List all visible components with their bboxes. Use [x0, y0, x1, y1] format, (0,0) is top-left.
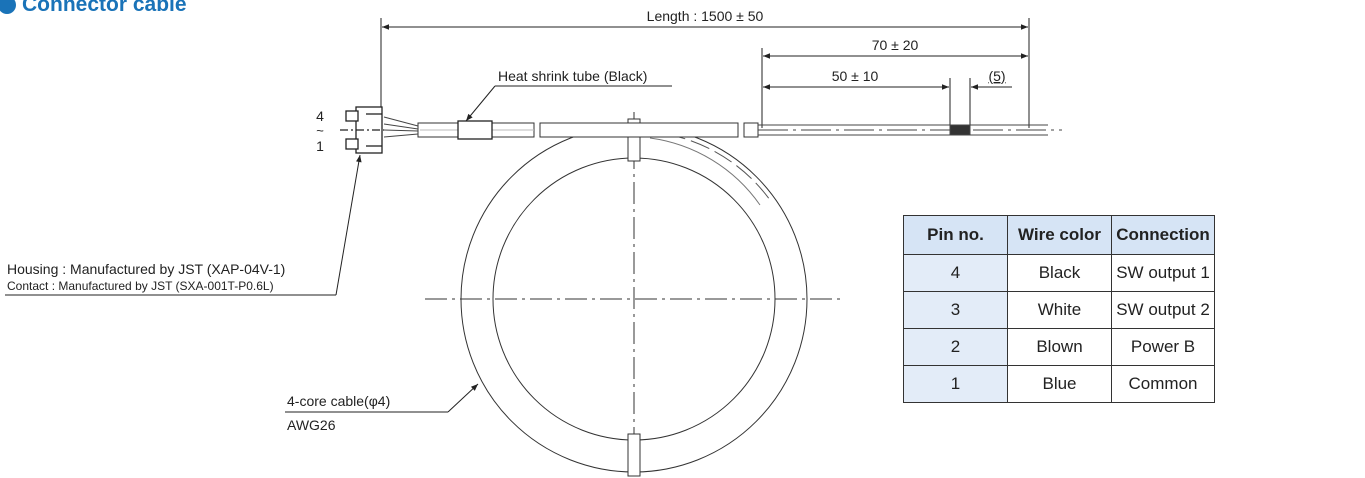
wire-color-cell: Blue	[1007, 365, 1112, 403]
bullet-icon	[0, 0, 16, 14]
d50-dimension-text: 50 ± 10	[832, 68, 879, 84]
table-row: 4 Black SW output 1	[903, 254, 1215, 292]
connector-wires	[383, 116, 419, 138]
header-wire-color: Wire color	[1007, 215, 1112, 255]
header-connection: Connection	[1111, 215, 1215, 255]
pin-cell: 1	[903, 365, 1008, 403]
connection-cell: Power B	[1111, 328, 1215, 366]
connection-cell: SW output 2	[1111, 291, 1215, 329]
pin-cell: 3	[903, 291, 1008, 329]
table-row: 2 Blown Power B	[903, 328, 1215, 366]
binding-band-bottom	[627, 433, 641, 477]
pin-label-4: 4	[316, 108, 324, 124]
d5-dimension-text: (5)	[988, 68, 1005, 84]
awg-label: AWG26	[287, 417, 336, 433]
housing-label: Housing : Manufactured by JST (XAP-04V-1…	[7, 261, 285, 277]
wire-color-cell: Black	[1007, 254, 1112, 292]
wire-color-cell: White	[1007, 291, 1112, 329]
pin-label-tilde: ~	[316, 123, 324, 138]
table-row: 3 White SW output 2	[903, 291, 1215, 329]
heat-shrink-label: Heat shrink tube (Black)	[498, 68, 647, 84]
section-heading: Connector cable	[0, 0, 187, 18]
connection-cell: Common	[1111, 365, 1215, 403]
table-row: 1 Blue Common	[903, 365, 1215, 403]
stripped-wires	[758, 124, 1062, 136]
cable-label: 4-core cable(φ4)	[287, 393, 390, 409]
wire-color-cell: Blown	[1007, 328, 1112, 366]
connection-cell: SW output 1	[1111, 254, 1215, 292]
d70-dimension-text: 70 ± 20	[872, 37, 919, 53]
cable-body	[417, 122, 759, 138]
table-header-row: Pin no. Wire color Connection	[903, 215, 1215, 255]
pin-cell: 4	[903, 254, 1008, 292]
pin-cell: 2	[903, 328, 1008, 366]
pin-label-1: 1	[316, 138, 324, 154]
length-dimension-text: Length : 1500 ± 50	[647, 8, 764, 24]
extension-lines	[380, 18, 1030, 128]
header-pin-no: Pin no.	[903, 215, 1008, 255]
pin-table: Pin no. Wire color Connection 4 Black SW…	[903, 215, 1215, 403]
coil-centerlines	[425, 112, 845, 476]
section-title: Connector cable	[22, 0, 187, 16]
housing-leader	[5, 154, 362, 296]
contact-label: Contact : Manufactured by JST (SXA-001T-…	[7, 279, 274, 293]
cable-leader	[285, 383, 479, 413]
heat-shrink-tube	[457, 120, 493, 140]
heat-shrink-leader	[465, 85, 672, 122]
connector-housing	[340, 106, 384, 154]
